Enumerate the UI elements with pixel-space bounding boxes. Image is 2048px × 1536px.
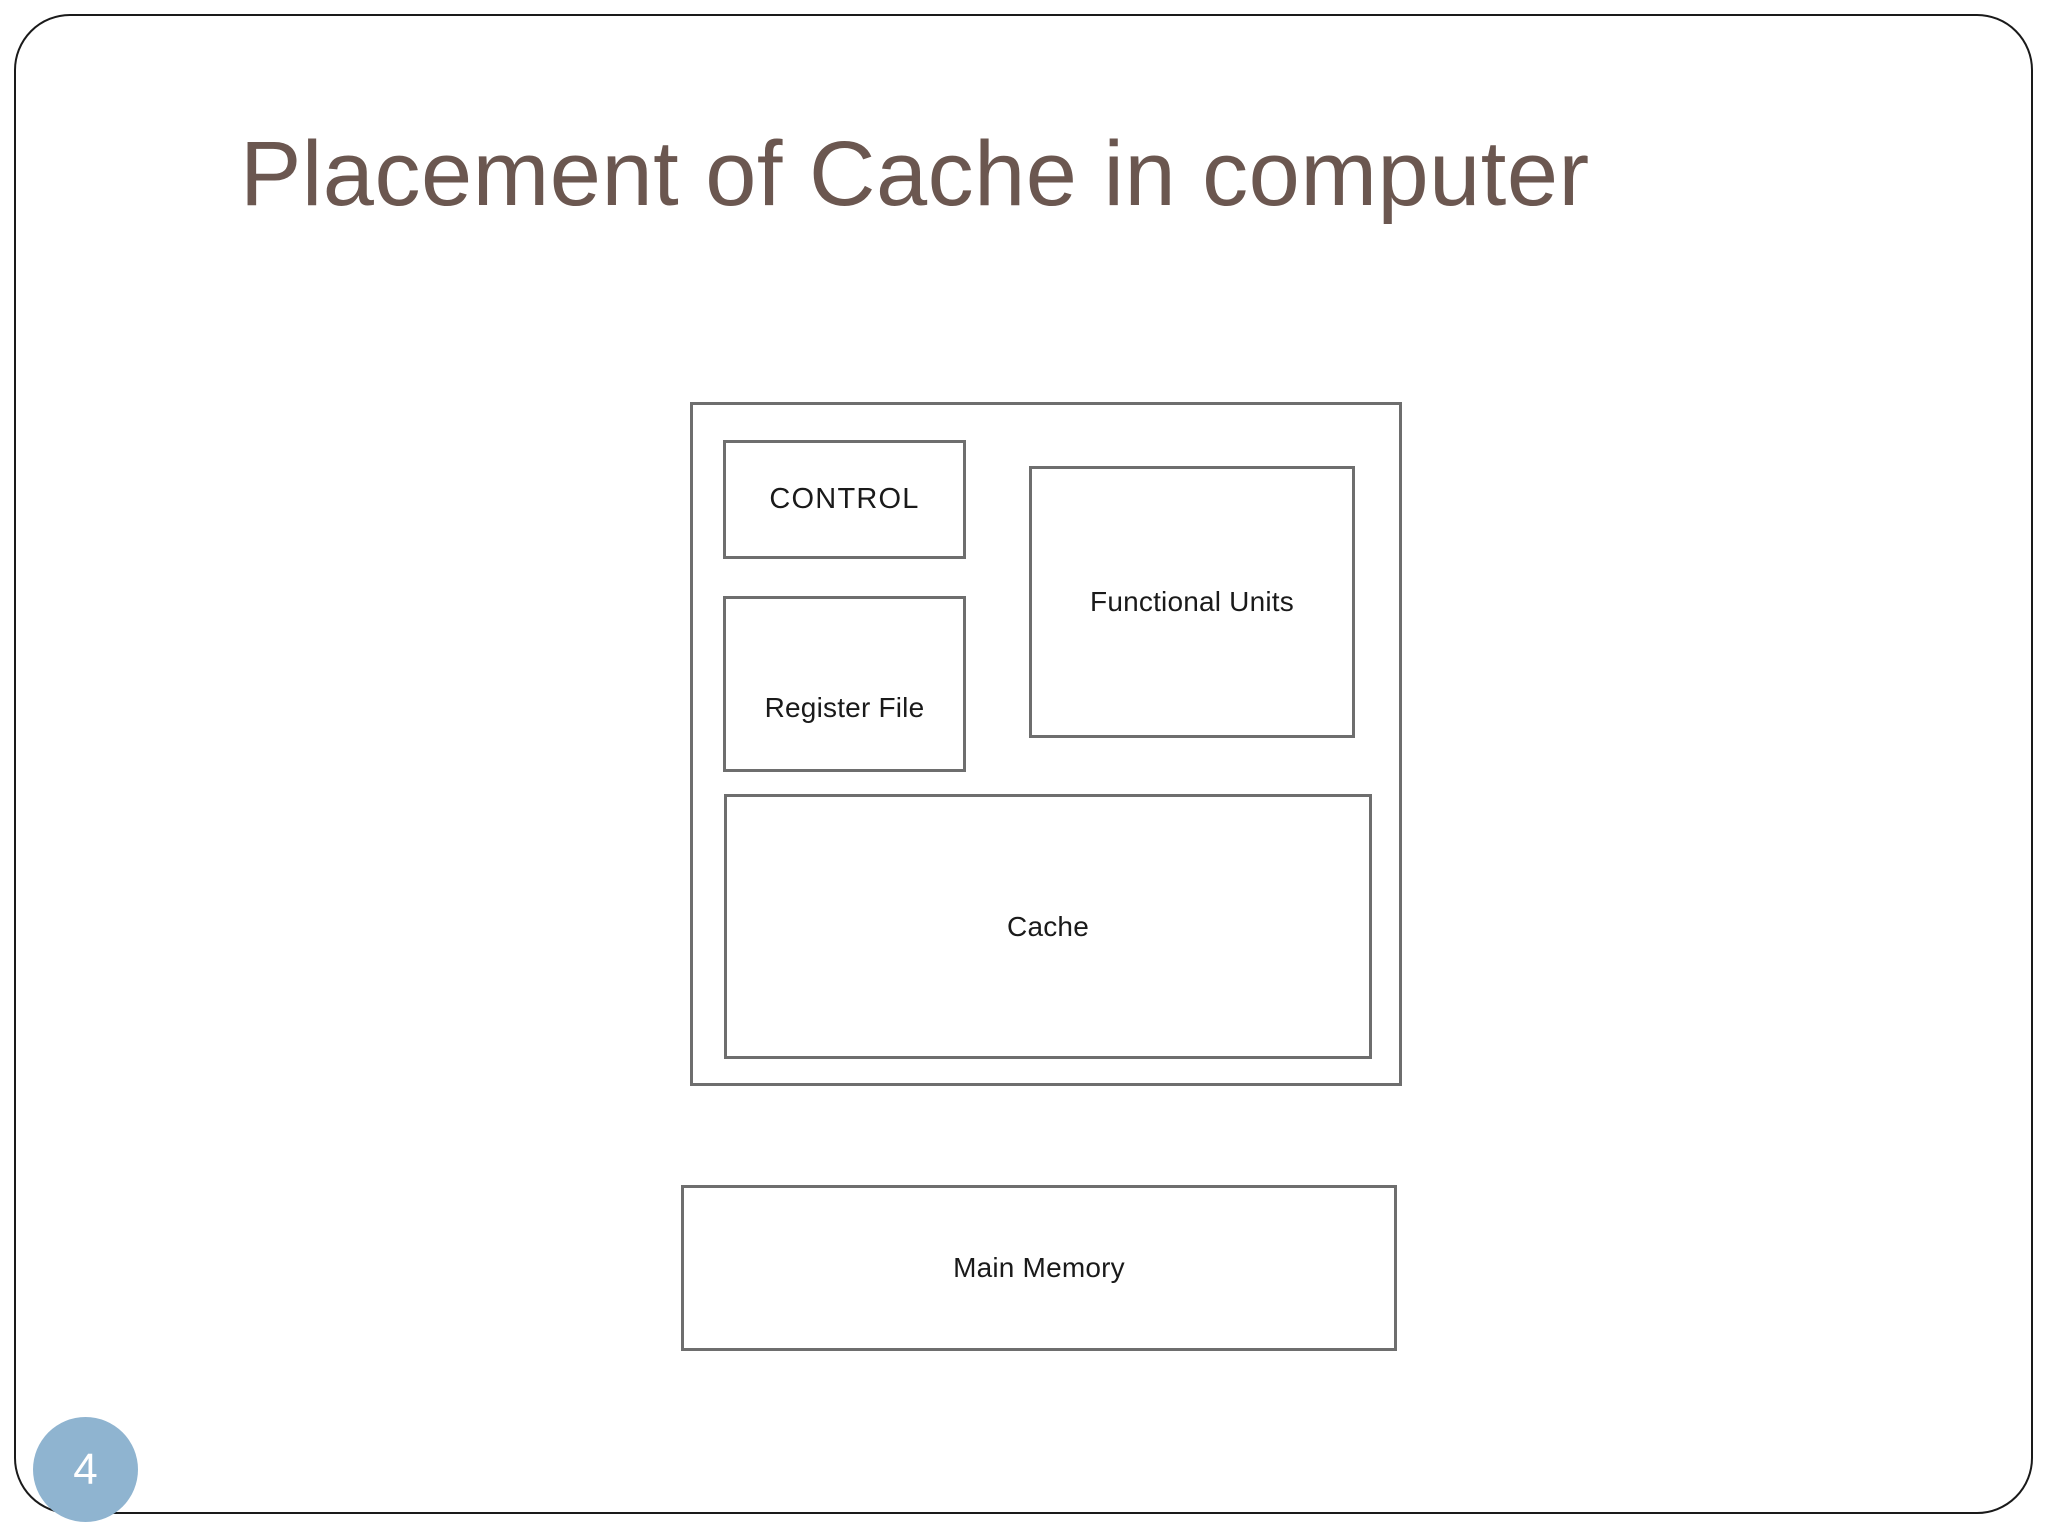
main-memory-label: Main Memory: [953, 1252, 1125, 1283]
functional-units-label: Functional Units: [1090, 586, 1294, 617]
control-unit-label: CONTROL: [769, 483, 920, 515]
slide-border: [14, 14, 2033, 1514]
main-memory-box: Main Memory: [681, 1185, 1397, 1351]
page-title: Placement of Cache in computer: [240, 123, 1590, 225]
cache-label: Cache: [1007, 910, 1089, 942]
page-number-badge: 4: [33, 1417, 138, 1522]
register-file-box: Register File: [723, 596, 966, 772]
register-file-label: Register File: [764, 692, 925, 723]
functional-units-box: Functional Units: [1029, 466, 1355, 738]
control-unit-box: CONTROL: [723, 440, 966, 559]
cache-box: Cache: [724, 794, 1372, 1059]
page-number-label: 4: [73, 1444, 98, 1494]
